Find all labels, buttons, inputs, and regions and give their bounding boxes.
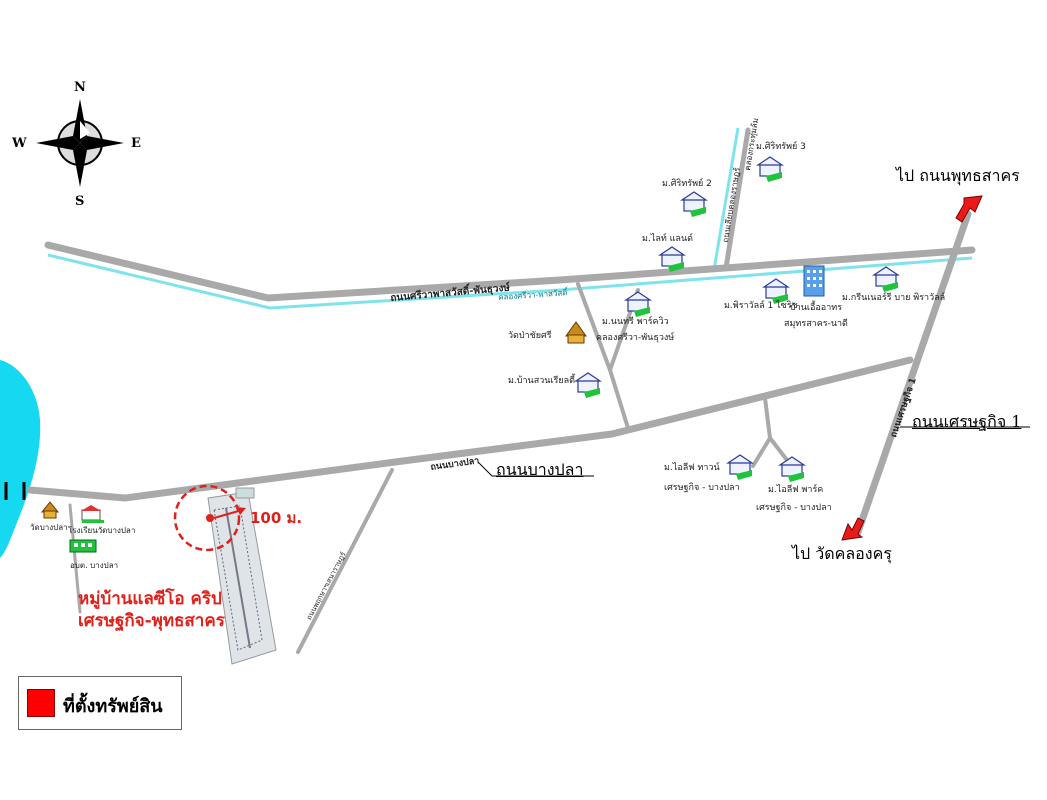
callout-setthakit: ถนนเศรษฐกิจ 1 — [912, 412, 1022, 431]
house-icon — [658, 246, 686, 272]
compass-south-label: S — [75, 194, 85, 209]
house-icon — [680, 191, 708, 217]
canal-north — [712, 127, 740, 271]
direction-phutthasakhon: ไป ถนนพุทธสาคร — [896, 166, 1020, 185]
temple-icon — [565, 321, 587, 344]
direction-wat-khlong-khru: ไป วัดคลองครุ — [792, 544, 892, 563]
place-obt: อบต. บางปลา — [70, 561, 119, 570]
house-icon — [756, 156, 784, 182]
place-school: โรงเรียนวัดบางปลา — [68, 526, 136, 535]
road-bang-pla — [26, 430, 616, 502]
project-name-line2: เศรษฐกิจ-พุทธสาคร — [78, 611, 225, 631]
place-sirisap3: ม.ศิริทรัพย์ 3 — [756, 142, 806, 152]
place-green-ville: ม.กรีนเนอร์รี บาย พิราวัลล์ — [842, 293, 946, 303]
arrow-southwest-icon — [841, 517, 865, 541]
road-network — [26, 127, 976, 654]
temple-icon — [40, 501, 60, 519]
place-sirisap2: ม.ศิริทรัพย์ 2 — [662, 179, 712, 189]
house-icon — [726, 454, 754, 480]
road-side-south — [296, 468, 394, 654]
place-nanthawan-sub: คลองศรีวา-พันธุวงษ์ — [596, 333, 675, 343]
place-ban-suan: ม.บ้านสวนเรียลตี้ — [508, 376, 575, 386]
road-setthakit — [854, 210, 972, 536]
road-lite-b — [768, 436, 792, 466]
house-icon — [762, 278, 790, 304]
compass-north-label: N — [74, 80, 86, 95]
house-icon — [574, 372, 602, 398]
callout-line-bangpla — [477, 461, 493, 477]
river — [0, 360, 41, 558]
place-lite-park-sub: เศรษฐกิจ - บางปลา — [756, 503, 832, 513]
place-lite-land: ม.ไลท์ แลนด์ — [642, 234, 693, 244]
road-bang-pla-east — [608, 356, 914, 438]
place-ban-ua-sub: สมุทรสาคร-นาดี — [784, 319, 848, 329]
place-ban-ua: บ้านเอื้ออาทร — [790, 303, 843, 313]
road-north — [723, 127, 751, 271]
apartment-building-icon — [803, 265, 825, 297]
place-nanthawan: ม.นนทรี พาร์ควิว — [602, 317, 669, 327]
road-link-a — [576, 282, 630, 430]
distance-label: 100 ม. — [250, 509, 303, 527]
project-name-line1: หมู่บ้านแลซีโอ คริป — [78, 589, 222, 609]
place-lite-town: ม.ไอลีฟ ทาวน์ — [664, 463, 720, 473]
arrow-northeast-icon — [955, 195, 983, 223]
distance-arrow — [213, 509, 243, 519]
house-icon — [624, 291, 652, 317]
property-radius-circle — [173, 484, 241, 552]
place-temple-chaisri: วัดป่าชัยศรี — [508, 331, 552, 341]
house-icons — [574, 156, 900, 482]
bridge-icon — [4, 482, 26, 500]
house-icon — [872, 266, 900, 292]
road-school — [68, 503, 82, 614]
place-wat-bangpla: วัดบางปลา — [30, 523, 68, 532]
road-sri-wa — [44, 241, 976, 302]
legend-label: ที่ตั้งทรัพย์สิน — [63, 696, 163, 717]
compass-rose-icon — [36, 99, 124, 187]
school-icon — [81, 505, 104, 523]
place-lite-park: ม.ไอลีฟ พาร์ค — [768, 485, 824, 495]
place-lite-town-sub: เศรษฐกิจ - บางปลา — [664, 483, 740, 493]
place-piravat: ม.พิราวัลล์ 1 ไซริช — [724, 301, 798, 311]
road-lite — [751, 396, 773, 468]
callout-bang-pla: ถนนบางปลา — [496, 460, 584, 479]
office-icon — [69, 539, 97, 553]
canal-main — [47, 253, 973, 310]
compass-west-label: W — [12, 136, 27, 151]
compass-east-label: E — [131, 136, 141, 151]
property-site-plan — [207, 487, 277, 665]
house-icon — [778, 456, 806, 482]
legend-swatch — [27, 689, 55, 717]
map-legend: ที่ตั้งทรัพย์สิน — [18, 676, 182, 730]
property-marker — [206, 514, 214, 522]
